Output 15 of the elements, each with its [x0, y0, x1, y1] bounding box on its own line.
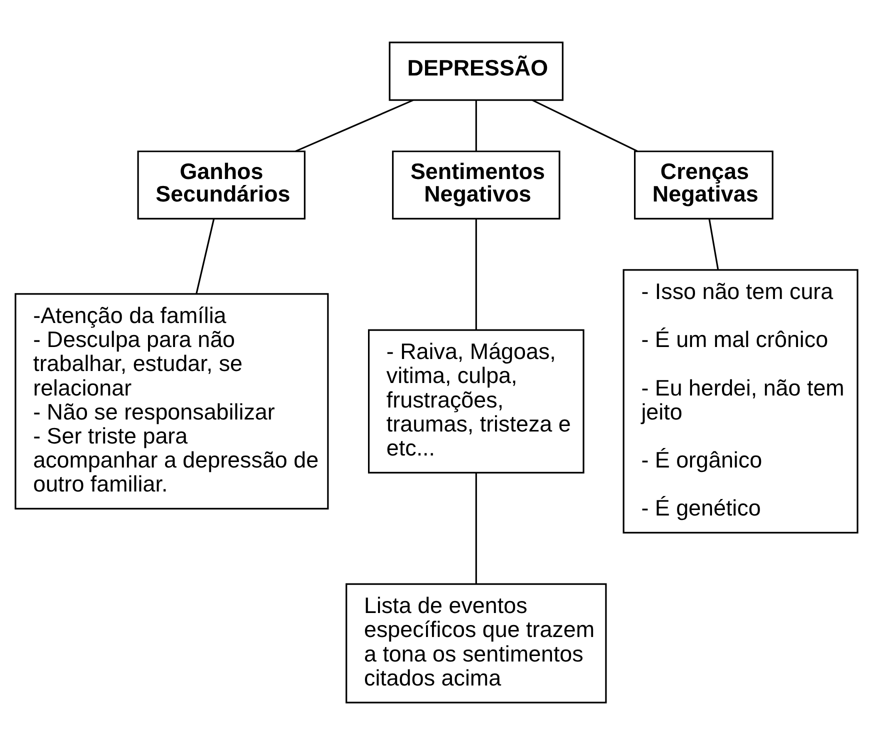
connector	[708, 218, 718, 270]
node-box: - Isso não tem cura - É um mal crônico - Eu herdei, não tem jeito - É orgânico - É genético	[622, 268, 858, 534]
connector	[294, 98, 413, 152]
node-box: DEPRESSÃO	[388, 41, 563, 100]
connector	[474, 218, 476, 330]
node-box: Lista de eventos específicos que trazem a tona os sentimentos citados acima	[345, 582, 606, 703]
node-box: -Atenção da família - Desculpa para não trabalhar, estudar, se relacionar - Não se responsabilizar - Ser triste para acompanhar a depressão de outro familiar.	[14, 292, 328, 509]
connector	[474, 100, 476, 150]
connector	[195, 218, 214, 294]
node-box: - Raiva, Mágoas, vitima, culpa, frustrações, traumas, tristeza e etc...	[368, 328, 584, 473]
connector	[474, 472, 476, 584]
node-box: Sentimentos Negativos	[392, 150, 560, 219]
node-box: Ganhos Secundários	[136, 150, 305, 219]
node-box: Crenças Negativas	[634, 150, 773, 219]
connector	[532, 98, 638, 152]
